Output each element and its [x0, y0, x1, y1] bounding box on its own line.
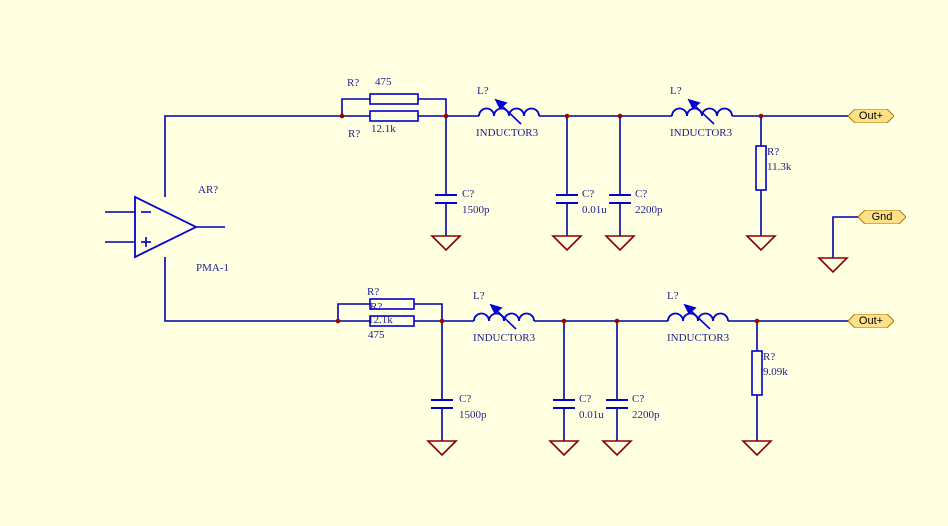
r-load-bottom-designator: R? — [763, 351, 776, 363]
r-12k1-designator: R? — [348, 128, 361, 140]
c2-top-value: 0.01u — [582, 204, 607, 216]
c1-bottom-value: 1500p — [459, 409, 487, 421]
opamp-symbol — [134, 195, 199, 259]
inductor-1-bottom — [473, 312, 535, 322]
r-a-bottom-designator: R? — [367, 286, 380, 298]
inductor-2-bottom — [667, 312, 729, 322]
c3-top-designator: C? — [635, 188, 648, 200]
c1-top-value: 1500p — [462, 204, 490, 216]
r-b-bottom-designator: R? — [370, 301, 383, 313]
junction-dots — [335, 113, 764, 324]
ground-icon — [548, 440, 580, 457]
ground-icon — [817, 257, 849, 274]
ground-icon — [601, 440, 633, 457]
ground-icon — [551, 235, 583, 252]
r-a-bottom-value: 475 — [368, 329, 385, 341]
l1-bottom-designator: L? — [473, 290, 485, 302]
l2-bottom-part: INDUCTOR3 — [667, 332, 730, 344]
resistor-475-top — [369, 93, 419, 105]
ground-icon — [430, 235, 462, 252]
inductor-2-top — [671, 107, 733, 117]
out-plus-port-top-label: Out+ — [858, 110, 884, 122]
opamp-part: PMA-1 — [196, 262, 230, 274]
wires — [105, 98, 858, 441]
r-load-bottom-value: 9.09k — [763, 366, 788, 378]
l1-top-part: INDUCTOR3 — [476, 127, 539, 139]
resistor-11k3 — [755, 145, 767, 191]
r-b-bottom-value: 12.1k — [368, 314, 393, 326]
ground-symbols — [426, 235, 849, 457]
resistor-b-bottom — [369, 315, 415, 327]
l2-top-designator: L? — [670, 85, 682, 97]
opamp-designator: AR? — [198, 184, 219, 196]
capacitors — [431, 194, 631, 409]
r-load-top-designator: R? — [767, 146, 780, 158]
r-12k1-value: 12.1k — [371, 123, 396, 135]
c2-top-designator: C? — [582, 188, 595, 200]
c3-top-value: 2200p — [635, 204, 663, 216]
l1-top-designator: L? — [477, 85, 489, 97]
resistor-12k1-top — [369, 110, 419, 122]
out-plus-port-bottom-label: Out+ — [858, 315, 884, 327]
r-475-designator: R? — [347, 77, 360, 89]
l2-bottom-designator: L? — [667, 290, 679, 302]
c3-bottom-value: 2200p — [632, 409, 660, 421]
inductors — [473, 107, 733, 322]
c3-bottom-designator: C? — [632, 393, 645, 405]
out-plus-port-bottom[interactable]: Out+ — [848, 314, 894, 328]
gnd-port[interactable]: Gnd — [858, 210, 906, 224]
resistor-9k09 — [751, 350, 763, 396]
c2-bottom-value: 0.01u — [579, 409, 604, 421]
ground-icon — [741, 440, 773, 457]
ground-icon — [426, 440, 458, 457]
c2-bottom-designator: C? — [579, 393, 592, 405]
l2-top-part: INDUCTOR3 — [670, 127, 733, 139]
r-load-top-value: 11.3k — [767, 161, 792, 173]
c1-bottom-designator: C? — [459, 393, 472, 405]
variable-inductor-arrows — [489, 98, 715, 330]
out-plus-port-top[interactable]: Out+ — [848, 109, 894, 123]
r-475-value: 475 — [375, 76, 392, 88]
ground-icon — [604, 235, 636, 252]
gnd-port-label: Gnd — [871, 211, 893, 223]
c1-top-designator: C? — [462, 188, 475, 200]
ground-icon — [745, 235, 777, 252]
l1-bottom-part: INDUCTOR3 — [473, 332, 536, 344]
inductor-1-top — [478, 107, 540, 117]
resistor-a-bottom — [369, 298, 415, 310]
